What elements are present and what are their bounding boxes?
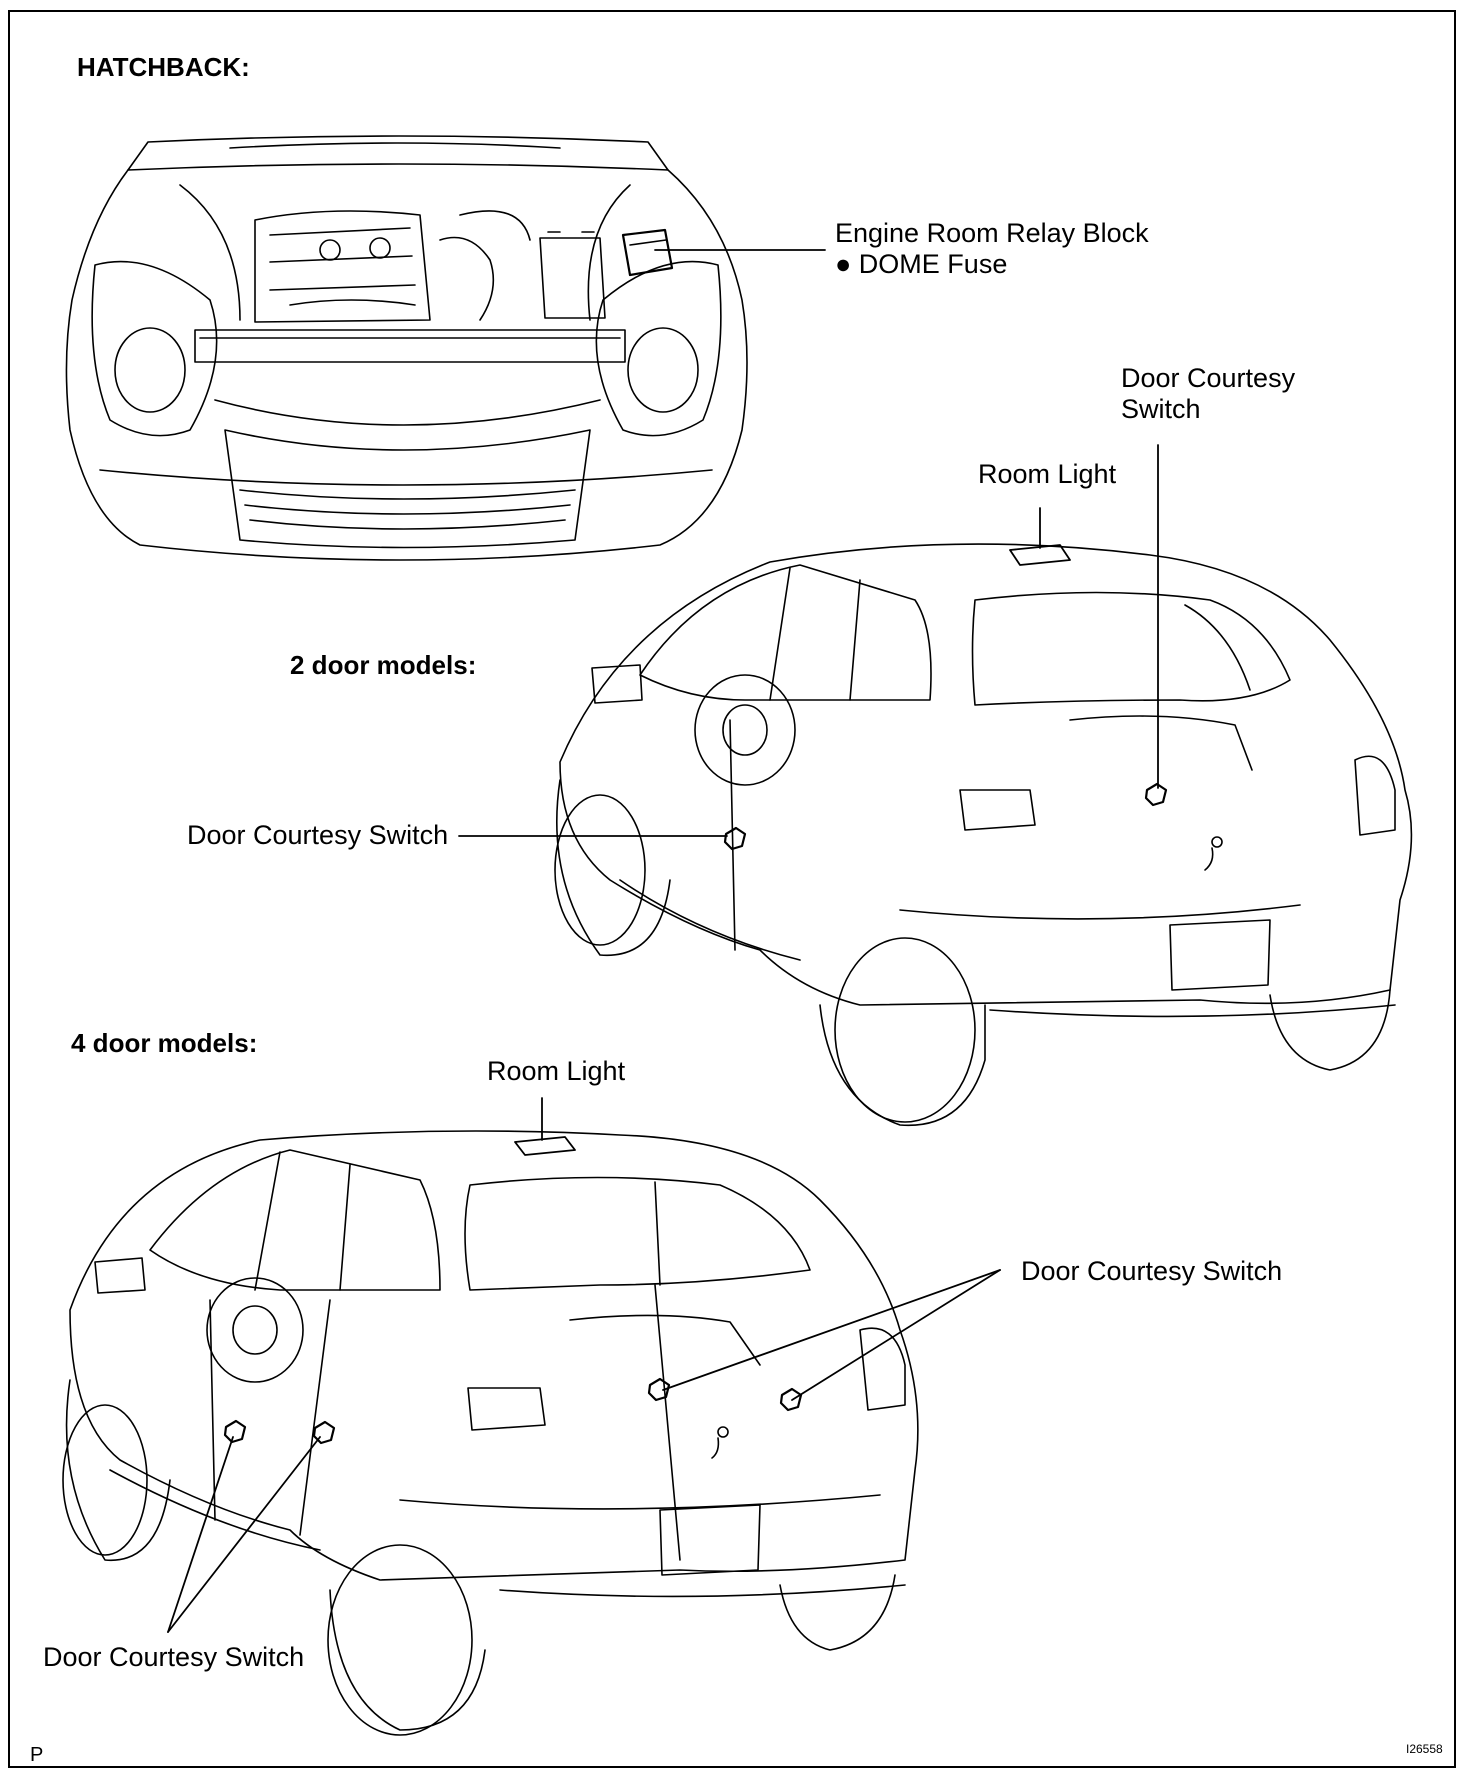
section-title-four-door: 4 door models: (71, 1028, 258, 1058)
engine-bay-illustration (65, 135, 748, 561)
section-title-two-door: 2 door models: (290, 650, 477, 680)
diagram-frame (8, 10, 1456, 1768)
section-title-hatchback: HATCHBACK: (77, 52, 250, 82)
page-marker: P (30, 1744, 44, 1766)
figure-id: I26558 (1406, 1742, 1443, 1756)
two-door-car-illustration (554, 543, 1413, 1127)
relay-block-label: Engine Room Relay Block (835, 218, 1149, 248)
door-courtesy-4d-rear-label: Door Courtesy Switch (1021, 1256, 1283, 1286)
room-light-4d-label: Room Light (487, 1056, 626, 1086)
four-door-car-illustration (62, 1130, 919, 1736)
door-courtesy-2d-front-label: Door Courtesy Switch (187, 820, 449, 850)
leader-lines (167, 249, 1159, 1633)
door-courtesy-2d-rear-label-line2: Switch (1121, 394, 1201, 424)
door-courtesy-2d-rear-label-line1: Door Courtesy (1121, 363, 1296, 393)
room-light-2d-label: Room Light (978, 459, 1117, 489)
door-courtesy-4d-front-label: Door Courtesy Switch (43, 1642, 305, 1672)
dome-fuse-label: ● DOME Fuse (835, 249, 1008, 279)
